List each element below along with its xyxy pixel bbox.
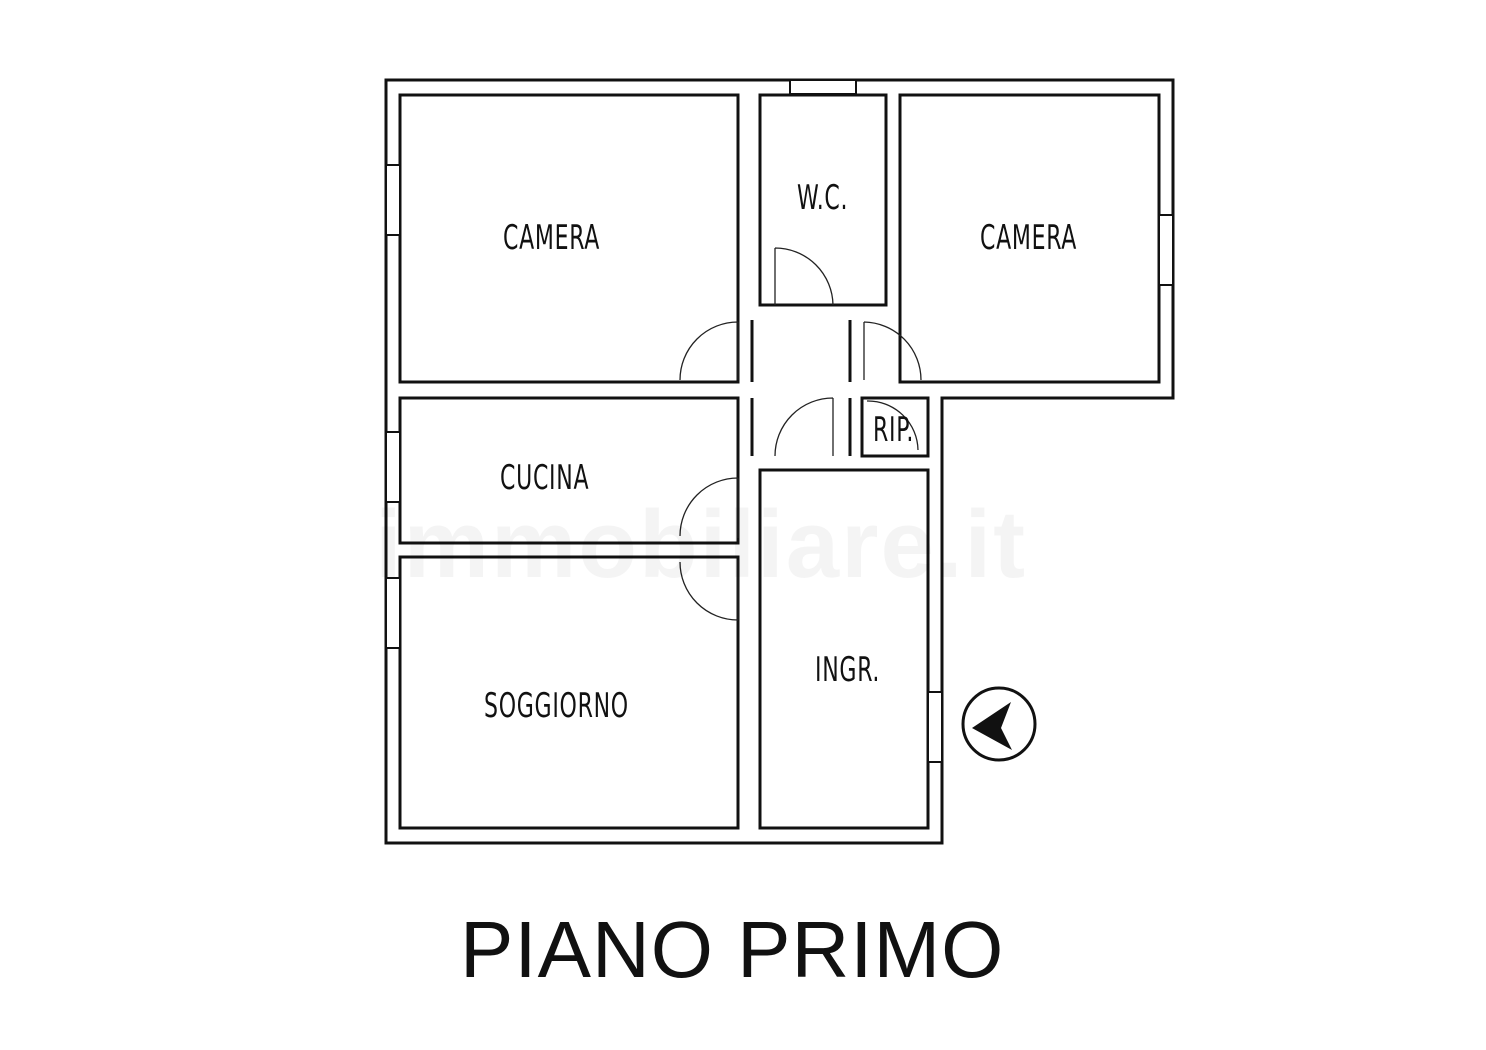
room-soggiorno: [398, 555, 740, 830]
room-label-wc: W.C.: [797, 178, 849, 218]
window-top-wc: [789, 79, 857, 95]
window-left-camera: [385, 164, 401, 236]
window-left-soggiorno: [385, 577, 401, 649]
room-label-cucina: CUCINA: [500, 458, 590, 498]
corridor-walls: [750, 320, 852, 456]
room-label-camera-right: CAMERA: [980, 218, 1078, 258]
room-ingresso: [758, 468, 930, 830]
room-label-ripostiglio: RIP.: [873, 410, 915, 450]
window-right-camera: [1158, 214, 1174, 286]
entrance-arrow-icon: [961, 686, 1037, 762]
room-label-soggiorno: SOGGIORNO: [484, 686, 629, 726]
room-label-camera-left: CAMERA: [503, 218, 601, 258]
room-ripostiglio: [860, 396, 930, 458]
room-label-ingresso: INGR.: [815, 650, 881, 690]
room-camera-left: [398, 93, 740, 384]
window-right-ingresso: [927, 691, 943, 763]
door-swings: [679, 247, 922, 621]
plan-title: PIANO PRIMO: [460, 905, 1005, 994]
window-left-cucina: [385, 431, 401, 503]
outer-wall: [384, 78, 1175, 845]
watermark-text: immobiliare.it: [375, 490, 1027, 600]
